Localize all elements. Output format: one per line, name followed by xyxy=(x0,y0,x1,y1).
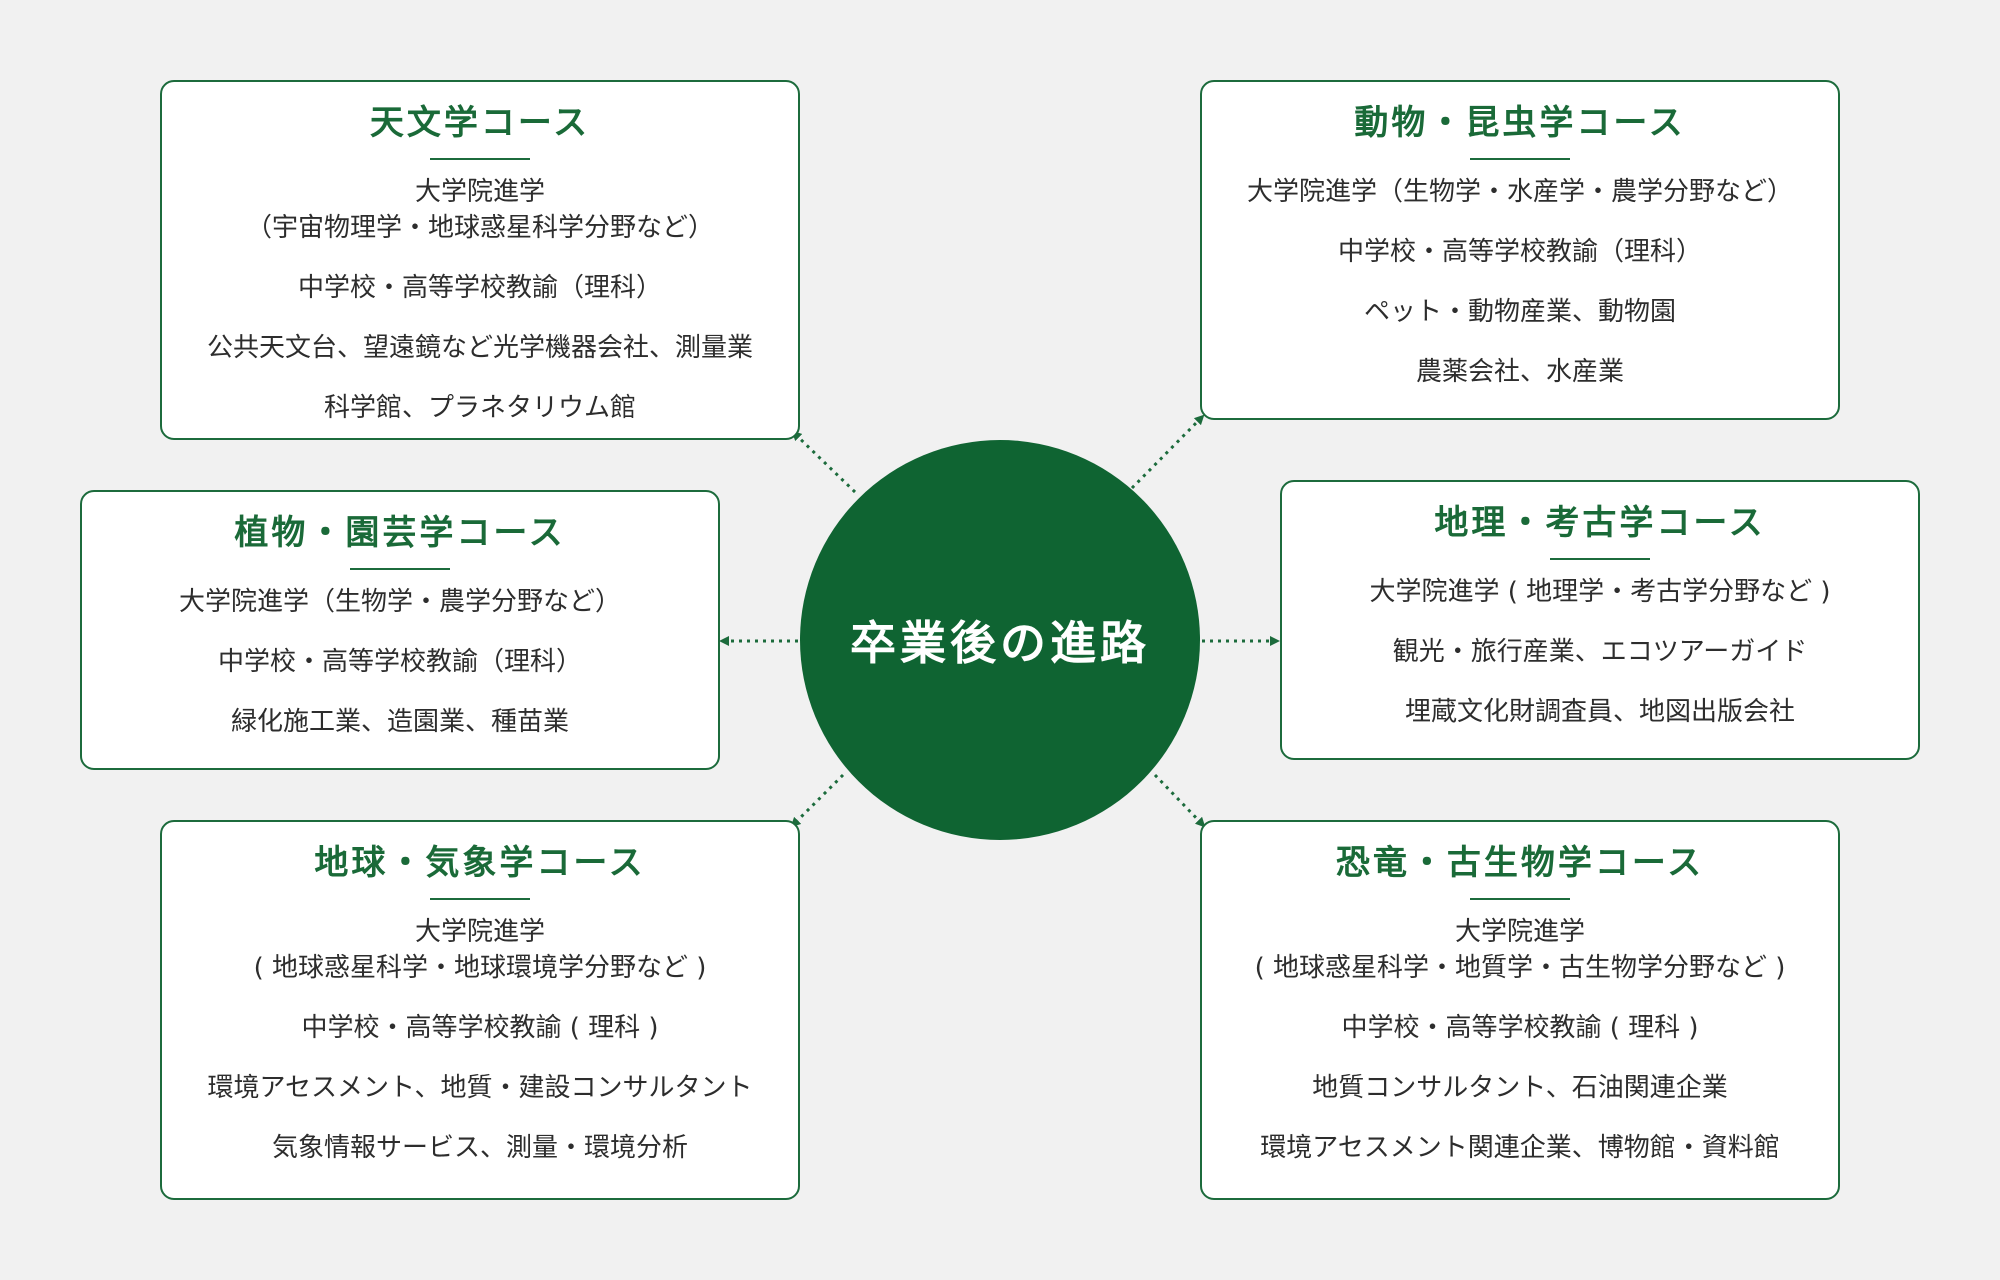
career-item: 大学院進学 ( 地球惑星科学・地球環境学分野など ) xyxy=(162,914,798,986)
title-underline xyxy=(430,898,530,900)
title-underline xyxy=(430,158,530,160)
course-title: 動物・昆虫学コース xyxy=(1354,103,1686,143)
career-list: 大学院進学 ( 地球惑星科学・地質学・古生物学分野など ) 中学校・高等学校教諭… xyxy=(1202,914,1838,1166)
career-line: 科学館、プラネタリウム館 xyxy=(323,393,636,423)
career-item: 農薬会社、水産業 xyxy=(1202,354,1838,390)
course-title: 地理・考古学コース xyxy=(1434,503,1766,543)
connector-astronomy xyxy=(791,430,857,494)
course-title: 恐竜・古生物学コース xyxy=(1335,843,1705,883)
career-line: 中学校・高等学校教諭（理科） xyxy=(297,273,662,303)
career-list: 大学院進学（生物学・水産学・農学分野など） 中学校・高等学校教諭（理科） ペット… xyxy=(1202,174,1838,390)
career-line: 埋蔵文化財調査員、地図出版会社 xyxy=(1404,697,1795,727)
career-item: 大学院進学 （宇宙物理学・地球惑星科学分野など） xyxy=(162,174,798,246)
connector-earth-science xyxy=(790,773,845,828)
career-line: 大学院進学（生物学・農学分野など） xyxy=(178,587,621,617)
course-card-botany: 植物・園芸学コース 大学院進学（生物学・農学分野など） 中学校・高等学校教諭（理… xyxy=(80,490,720,770)
title-underline xyxy=(350,568,450,570)
career-line: 農薬会社、水産業 xyxy=(1415,357,1624,387)
career-line: 観光・旅行産業、エコツアーガイド xyxy=(1392,637,1808,667)
career-item: 中学校・高等学校教諭 ( 理科 ) xyxy=(162,1010,798,1046)
career-line: 公共天文台、望遠鏡など光学機器会社、測量業 xyxy=(206,333,753,363)
career-line: 大学院進学 xyxy=(414,177,545,207)
career-line: 環境アセスメント関連企業、博物館・資料館 xyxy=(1260,1133,1780,1163)
career-item: 中学校・高等学校教諭（理科） xyxy=(162,270,798,306)
career-item: 中学校・高等学校教諭（理科） xyxy=(82,644,718,680)
course-title: 植物・園芸学コース xyxy=(234,513,566,553)
career-line: 緑化施工業、造園業、種苗業 xyxy=(230,707,569,737)
career-list: 大学院進学 ( 地理学・考古学分野など ) 観光・旅行産業、エコツアーガイド 埋… xyxy=(1282,574,1918,730)
title-underline xyxy=(1470,158,1570,160)
career-line: 中学校・高等学校教諭 ( 理科 ) xyxy=(301,1013,659,1043)
career-item: 大学院進学（生物学・農学分野など） xyxy=(82,584,718,620)
career-list: 大学院進学 （宇宙物理学・地球惑星科学分野など） 中学校・高等学校教諭（理科） … xyxy=(162,174,798,426)
career-item: 公共天文台、望遠鏡など光学機器会社、測量業 xyxy=(162,330,798,366)
career-item: 気象情報サービス、測量・環境分析 xyxy=(162,1130,798,1166)
connector-paleontology xyxy=(1153,773,1206,828)
career-line: 環境アセスメント、地質・建設コンサルタント xyxy=(207,1073,753,1103)
career-item: 埋蔵文化財調査員、地図出版会社 xyxy=(1282,694,1918,730)
career-line: 中学校・高等学校教諭 ( 理科 ) xyxy=(1341,1013,1699,1043)
connector-zoology xyxy=(1130,414,1205,490)
career-line: （宇宙物理学・地球惑星科学分野など） xyxy=(245,213,714,243)
career-item: 中学校・高等学校教諭 ( 理科 ) xyxy=(1202,1010,1838,1046)
career-item: 科学館、プラネタリウム館 xyxy=(162,390,798,426)
course-card-earth-science: 地球・気象学コース 大学院進学 ( 地球惑星科学・地球環境学分野など ) 中学校… xyxy=(160,820,800,1200)
career-item: 大学院進学（生物学・水産学・農学分野など） xyxy=(1202,174,1838,210)
career-line: ( 地球惑星科学・地質学・古生物学分野など ) xyxy=(1254,953,1786,983)
career-item: 環境アセスメント関連企業、博物館・資料館 xyxy=(1202,1130,1838,1166)
career-list: 大学院進学（生物学・農学分野など） 中学校・高等学校教諭（理科） 緑化施工業、造… xyxy=(82,584,718,740)
career-item: 緑化施工業、造園業、種苗業 xyxy=(82,704,718,740)
course-card-geography: 地理・考古学コース 大学院進学 ( 地理学・考古学分野など ) 観光・旅行産業、… xyxy=(1280,480,1920,760)
course-card-zoology: 動物・昆虫学コース 大学院進学（生物学・水産学・農学分野など） 中学校・高等学校… xyxy=(1200,80,1840,420)
career-line: 大学院進学 xyxy=(1454,917,1585,947)
center-hub: 卒業後の進路 xyxy=(800,440,1200,840)
career-item: 地質コンサルタント、石油関連企業 xyxy=(1202,1070,1838,1106)
career-item: 中学校・高等学校教諭（理科） xyxy=(1202,234,1838,270)
career-item: 観光・旅行産業、エコツアーガイド xyxy=(1282,634,1918,670)
career-item: 大学院進学 ( 地理学・考古学分野など ) xyxy=(1282,574,1918,610)
career-line: 大学院進学 xyxy=(414,917,545,947)
career-line: 気象情報サービス、測量・環境分析 xyxy=(271,1133,688,1163)
career-item: 環境アセスメント、地質・建設コンサルタント xyxy=(162,1070,798,1106)
career-line: 地質コンサルタント、石油関連企業 xyxy=(1312,1073,1728,1103)
title-underline xyxy=(1550,558,1650,560)
career-line: ペット・動物産業、動物園 xyxy=(1363,297,1676,327)
title-underline xyxy=(1470,898,1570,900)
career-line: ( 地球惑星科学・地球環境学分野など ) xyxy=(253,953,707,983)
career-line: 大学院進学 ( 地理学・考古学分野など ) xyxy=(1369,577,1831,607)
course-card-astronomy: 天文学コース 大学院進学 （宇宙物理学・地球惑星科学分野など） 中学校・高等学校… xyxy=(160,80,800,440)
course-card-paleontology: 恐竜・古生物学コース 大学院進学 ( 地球惑星科学・地質学・古生物学分野など )… xyxy=(1200,820,1840,1200)
course-title: 地球・気象学コース xyxy=(314,843,646,883)
career-item: 大学院進学 ( 地球惑星科学・地質学・古生物学分野など ) xyxy=(1202,914,1838,986)
career-line: 中学校・高等学校教諭（理科） xyxy=(217,647,582,677)
course-title: 天文学コース xyxy=(369,103,591,143)
career-line: 中学校・高等学校教諭（理科） xyxy=(1337,237,1702,267)
career-line: 大学院進学（生物学・水産学・農学分野など） xyxy=(1246,177,1793,207)
career-list: 大学院進学 ( 地球惑星科学・地球環境学分野など ) 中学校・高等学校教諭 ( … xyxy=(162,914,798,1166)
career-item: ペット・動物産業、動物園 xyxy=(1202,294,1838,330)
center-label: 卒業後の進路 xyxy=(850,616,1150,670)
